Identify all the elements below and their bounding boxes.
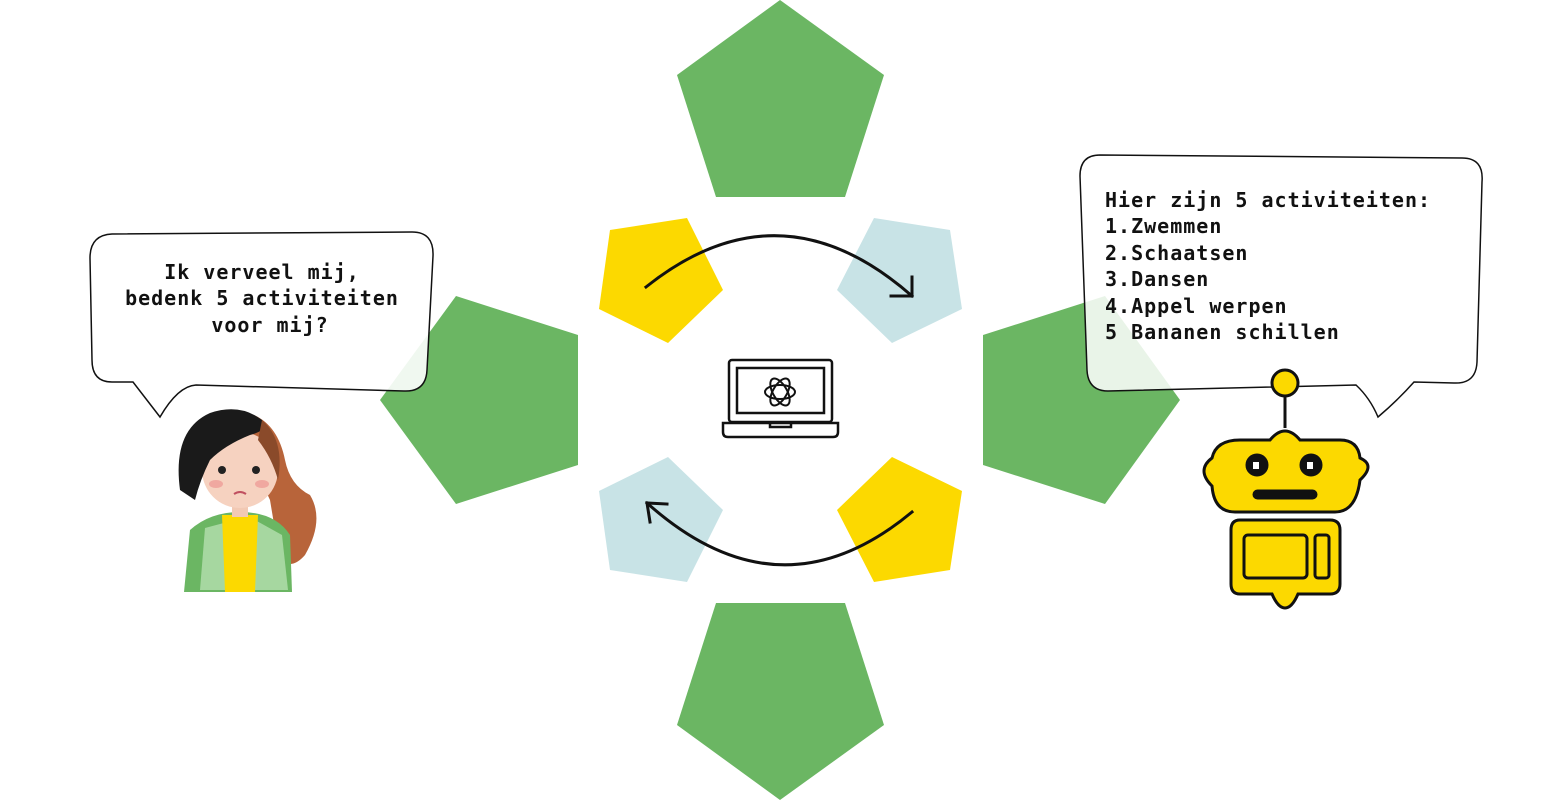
yellow-pentagon-bottom-right: [837, 457, 962, 582]
bot-bubble-line: Hier zijn 5 activiteiten:: [1105, 188, 1431, 212]
green-pentagon-top: [677, 0, 884, 197]
user-bubble-line: bedenk 5 activiteiten: [125, 286, 399, 310]
blue-pentagon-bottom-left: [599, 457, 723, 582]
yellow-pentagon-top-left: [599, 218, 723, 343]
bot-speech-bubble: Hier zijn 5 activiteiten: 1.Zwemmen 2.Sc…: [1079, 154, 1483, 419]
bot-bubble-line: 5 Bananen schillen: [1105, 320, 1340, 344]
green-pentagon-left: [380, 296, 578, 504]
laptop-openai-icon: [721, 358, 840, 439]
blue-pentagon-top-right: [837, 218, 962, 343]
bot-bubble-line: 2.Schaatsen: [1105, 241, 1248, 265]
green-pentagon-bottom: [677, 603, 884, 800]
user-bubble-line: Ik verveel mij,: [164, 260, 360, 284]
arrow-top: [643, 234, 915, 299]
user-bubble-line: voor mij?: [211, 313, 328, 337]
girl-avatar: [178, 409, 317, 592]
arrow-bottom: [644, 500, 915, 567]
bot-bubble-line: 4.Appel werpen: [1105, 294, 1288, 318]
bot-bubble-line: 3.Dansen: [1105, 267, 1209, 291]
user-speech-bubble: Ik verveel mij, bedenk 5 activiteiten vo…: [89, 231, 434, 419]
robot-avatar: [1202, 368, 1370, 610]
bot-bubble-line: 1.Zwemmen: [1105, 214, 1222, 238]
